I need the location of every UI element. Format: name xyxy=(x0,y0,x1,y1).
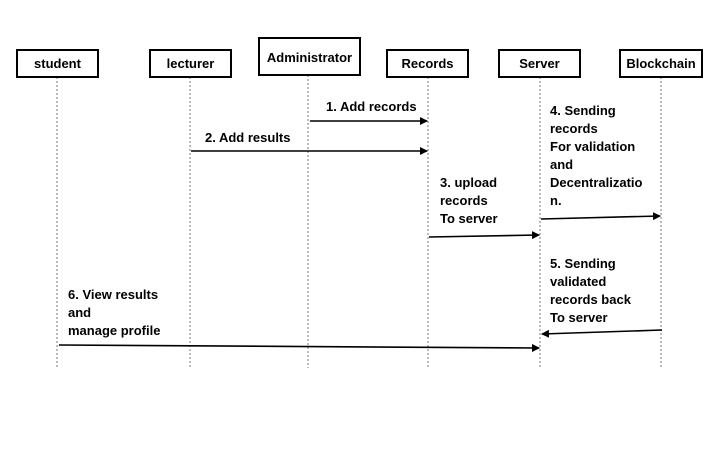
message-3: 3. upload records To server xyxy=(428,175,540,240)
actor-student: student xyxy=(16,49,99,78)
message-6-arrow xyxy=(58,343,540,352)
message-6-label: 6. View results and manage profile xyxy=(68,287,162,338)
message-6: 6. View results and manage profile xyxy=(58,287,540,352)
actor-administrator: Administrator xyxy=(258,37,361,76)
actor-lecturer: lecturer xyxy=(149,49,232,78)
message-5-label: 5. Sending validated records back To ser… xyxy=(550,256,635,325)
message-4: 4. Sending records For validation and De… xyxy=(540,103,661,221)
actor-label-blockchain: Blockchain xyxy=(626,56,695,71)
message-5-arrow xyxy=(541,329,663,338)
message-4-arrow xyxy=(540,212,661,221)
message-4-label: 4. Sending records For validation and De… xyxy=(550,103,646,208)
actor-label-lecturer: lecturer xyxy=(167,56,215,71)
actor-label-server: Server xyxy=(519,56,559,71)
message-3-arrow xyxy=(428,231,540,240)
message-2: 2. Add results xyxy=(191,130,428,155)
message-1-label: 1. Add records xyxy=(326,99,417,114)
actor-server: Server xyxy=(498,49,581,78)
actor-label-student: student xyxy=(34,56,82,71)
message-1: 1. Add records xyxy=(310,99,428,125)
actor-label-administrator: Administrator xyxy=(267,50,352,65)
message-3-label: 3. upload records To server xyxy=(440,175,501,226)
message-2-label: 2. Add results xyxy=(205,130,290,145)
message-5: 5. Sending validated records back To ser… xyxy=(541,256,663,338)
actor-records: Records xyxy=(386,49,469,78)
actor-label-records: Records xyxy=(401,56,453,71)
actor-blockchain: Blockchain xyxy=(619,49,703,78)
